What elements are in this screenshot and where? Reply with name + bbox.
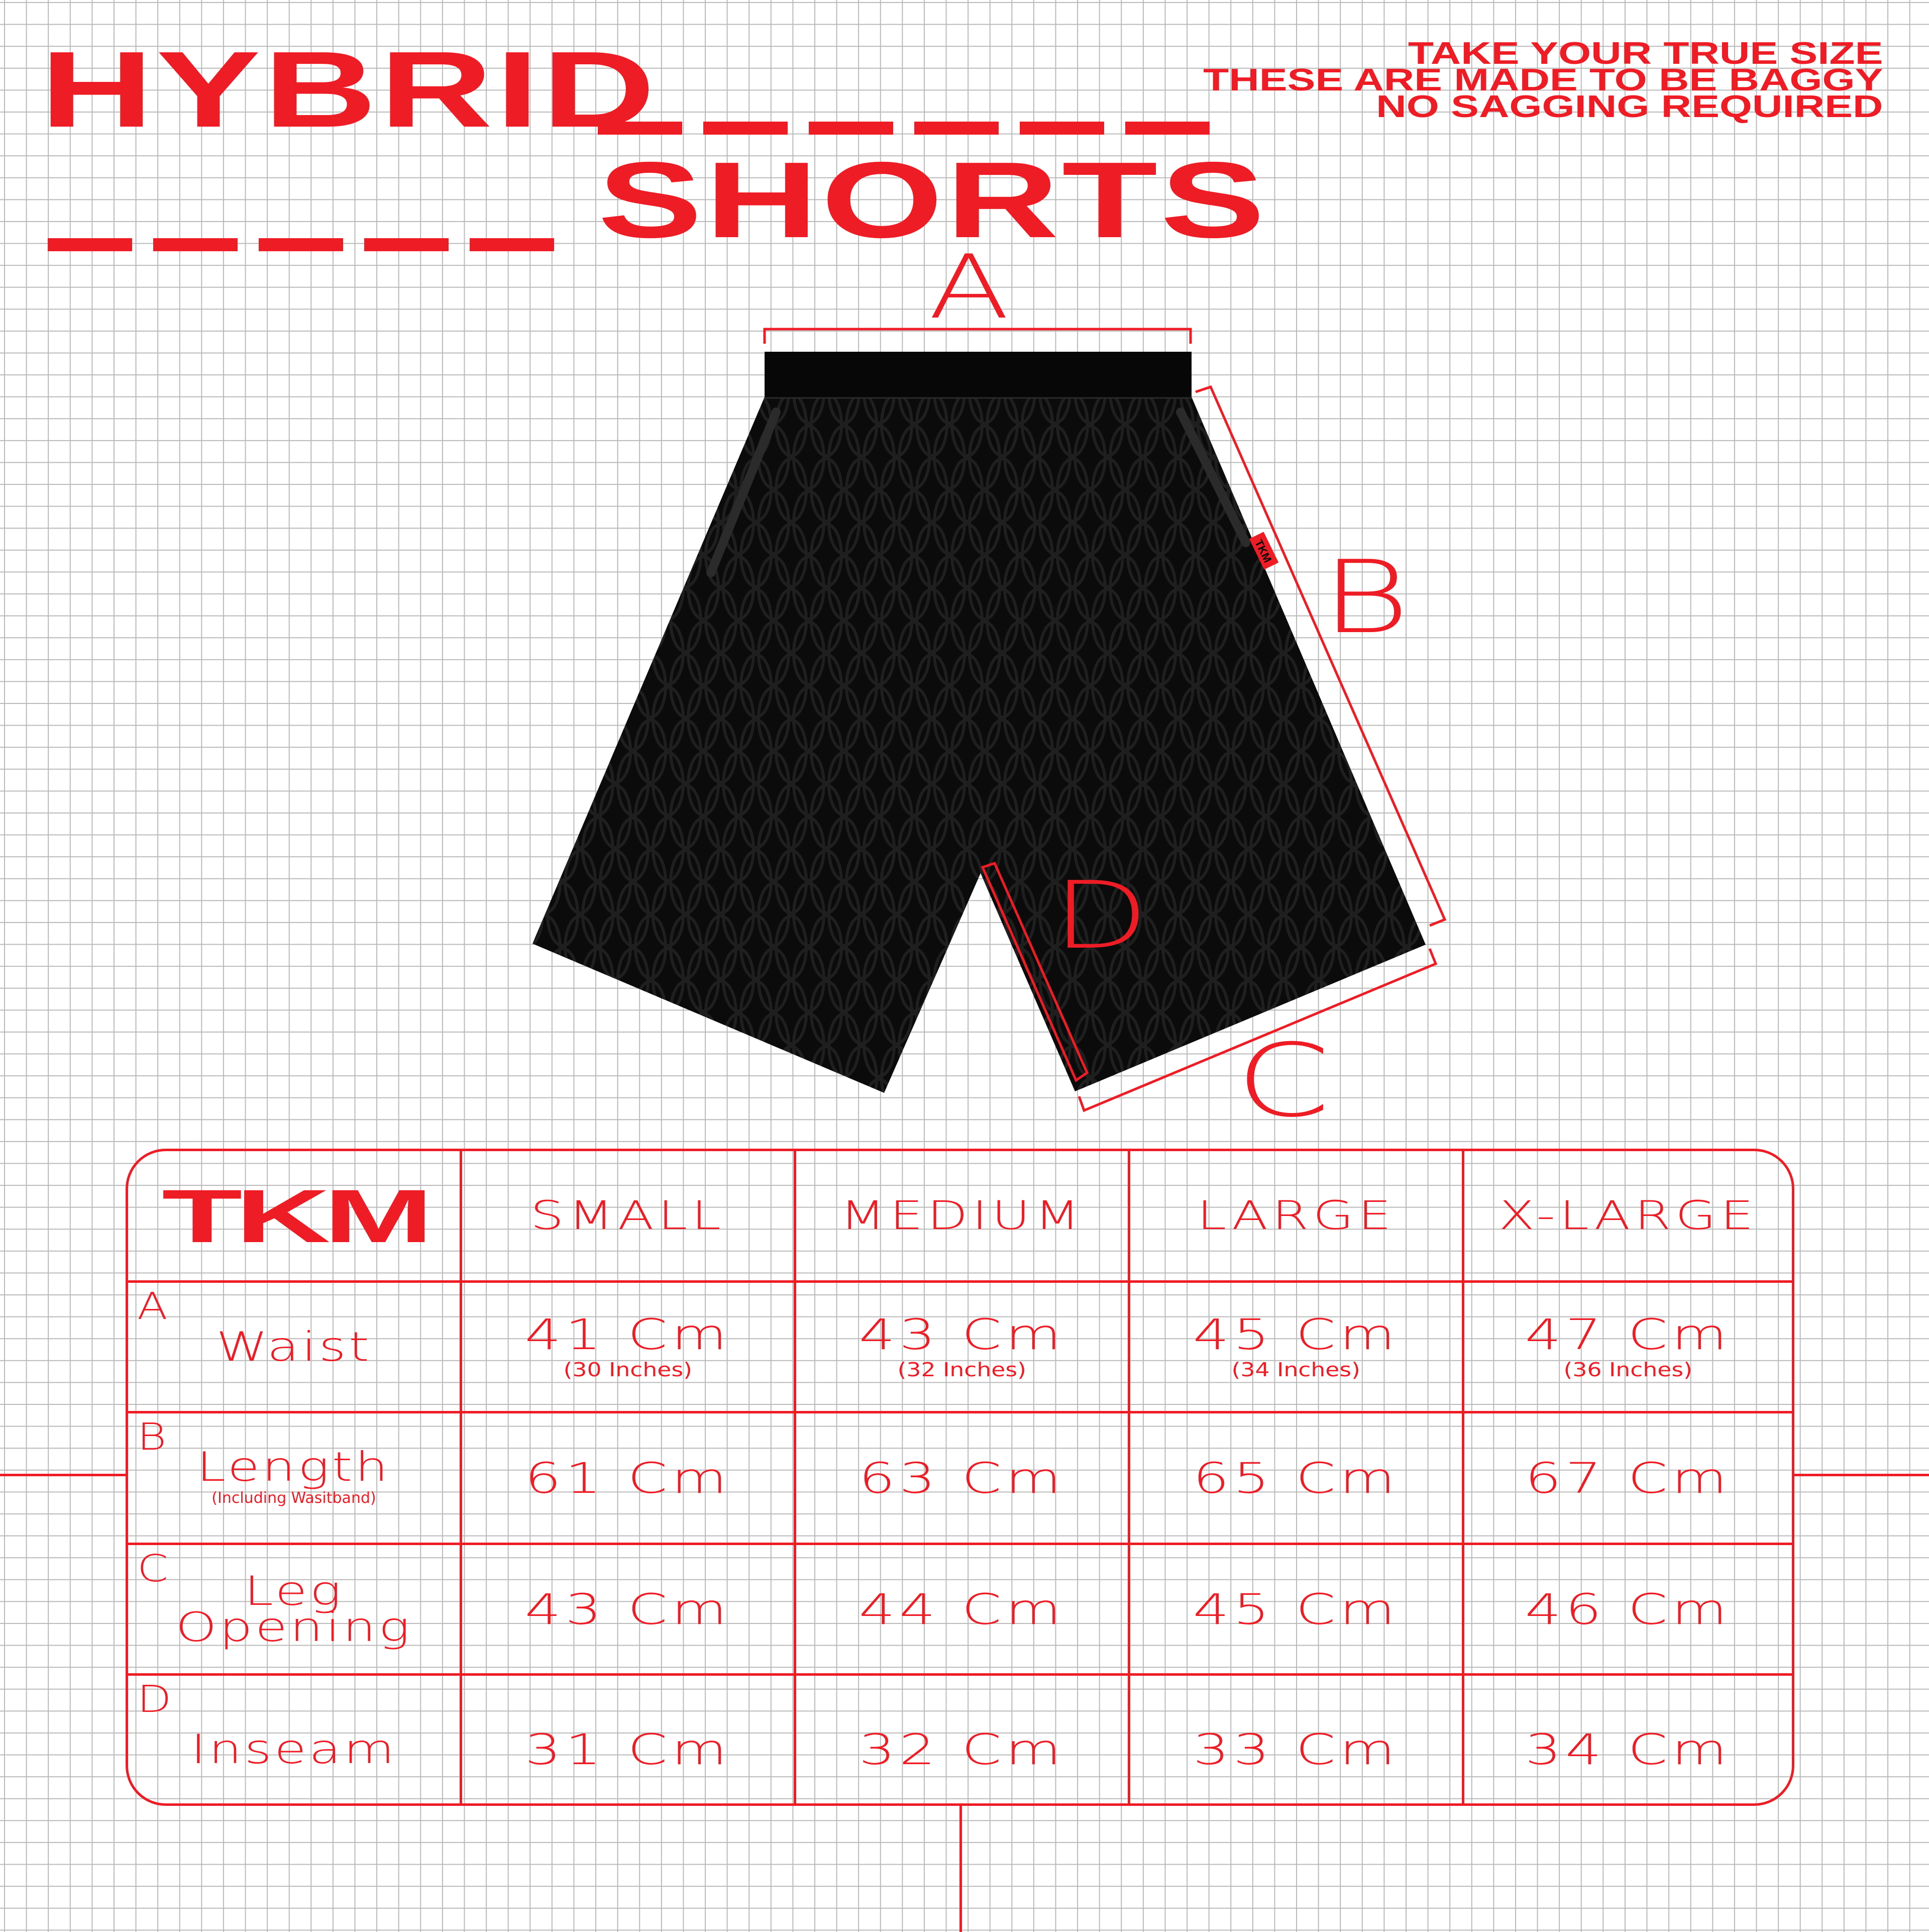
value-inches: (32 Inches) [897, 1358, 1027, 1381]
sizing-note-line: TAKE YOUR TRUE SIZE [1408, 36, 1883, 71]
table-cell: 67 Cm [1464, 1413, 1792, 1545]
table-cell: 34 Cm [1464, 1676, 1792, 1803]
header-cell: MEDIUM [796, 1151, 1130, 1283]
measure-line-c [1078, 948, 1438, 1112]
row-label-length: Length [196, 1444, 391, 1490]
label-c: C [1236, 1023, 1331, 1140]
table-cell: 43 Cm(32 Inches) [796, 1283, 1130, 1413]
connector-bottom [959, 1806, 962, 1932]
table-cell: 63 Cm [796, 1413, 1130, 1545]
left-pocket [706, 408, 781, 577]
size-header-large: LARGE [1197, 1193, 1396, 1239]
size-header-xlarge: X-LARGE [1498, 1193, 1758, 1239]
row-letter: D [137, 1678, 172, 1721]
table-cell: 46 Cm [1464, 1545, 1792, 1676]
title-hybrid: HYBRID [40, 29, 658, 150]
label-b: B [1321, 539, 1410, 656]
row-label-inseam: Inseam [190, 1726, 397, 1773]
table-cell: 44 Cm [796, 1545, 1130, 1676]
table-cell: 61 Cm [462, 1413, 796, 1545]
row-label-cell: A Waist [128, 1283, 462, 1413]
sizing-note-line: NO SAGGING REQUIRED [1375, 89, 1883, 124]
row-sublabel-length: (Including Wasitband) [211, 1489, 376, 1507]
value-inches: (36 Inches) [1563, 1358, 1693, 1381]
row-label-cell: D Inseam [128, 1676, 462, 1803]
row-label-cell: B Length (Including Wasitband) [128, 1413, 462, 1545]
value: 47 Cm [1525, 1309, 1732, 1359]
table-cell: 65 Cm [1130, 1413, 1464, 1545]
title-underline-left [48, 238, 600, 251]
sizing-note-line: THESE ARE MADE TO BE BAGGY [1203, 63, 1883, 97]
waistband [765, 352, 1192, 398]
table-cell: 47 Cm(36 Inches) [1464, 1283, 1792, 1413]
value: 46 Cm [1525, 1584, 1732, 1634]
value-inches: (34 Inches) [1231, 1358, 1361, 1381]
sizing-note: TAKE YOUR TRUE SIZE THESE ARE MADE TO BE… [1203, 36, 1883, 124]
row-label-leg-opening-line2: Opening [175, 1603, 412, 1651]
header-cell: LARGE [1130, 1151, 1464, 1283]
value: 45 Cm [1193, 1584, 1400, 1634]
measure-line-a [763, 328, 1192, 344]
measure-line-b [1195, 385, 1447, 927]
row-letter: B [137, 1415, 167, 1459]
value: 33 Cm [1193, 1725, 1400, 1774]
connector-right [1794, 1474, 1929, 1476]
row-label-waist: Waist [216, 1323, 372, 1370]
table-cell: 43 Cm [462, 1545, 796, 1676]
value: 41 Cm [524, 1309, 731, 1359]
title-shorts: SHORTS [598, 139, 1268, 260]
title-underline-right [598, 122, 1311, 135]
table-cell: 41 Cm(30 Inches) [462, 1283, 796, 1413]
brand-tag [1249, 532, 1279, 570]
value: 63 Cm [859, 1453, 1065, 1503]
table-cell: 33 Cm [1130, 1676, 1464, 1803]
header-cell: X-LARGE [1464, 1151, 1792, 1283]
value: 67 Cm [1525, 1453, 1732, 1503]
row-label-cell: C Leg Opening [128, 1545, 462, 1676]
right-pocket [1176, 408, 1250, 547]
logo-cell: TKM [128, 1151, 462, 1283]
row-label-leg-opening-line1: Leg [244, 1567, 344, 1614]
value: 45 Cm [1193, 1309, 1400, 1359]
brand-logo: TKM [161, 1173, 434, 1258]
table-cell: 45 Cm(34 Inches) [1130, 1283, 1464, 1413]
label-d: D [1052, 861, 1149, 970]
value: 32 Cm [859, 1725, 1065, 1774]
size-header-small: SMALL [530, 1193, 725, 1239]
row-letter: A [137, 1285, 168, 1328]
value: 43 Cm [859, 1309, 1065, 1359]
table-cell: 31 Cm [462, 1676, 796, 1803]
label-a: A [928, 237, 1010, 339]
value: 43 Cm [524, 1584, 731, 1634]
table-cell: 45 Cm [1130, 1545, 1464, 1676]
value: 65 Cm [1193, 1453, 1400, 1503]
value: 31 Cm [524, 1725, 731, 1774]
value: 61 Cm [524, 1453, 731, 1503]
value: 44 Cm [859, 1584, 1065, 1634]
header-cell: SMALL [462, 1151, 796, 1283]
row-letter: C [137, 1547, 169, 1590]
size-header-medium: MEDIUM [839, 1193, 1085, 1239]
size-table: TKM SMALL MEDIUM LARGE X-LARGE A Waist 4… [126, 1149, 1794, 1806]
value-inches: (30 Inches) [563, 1358, 693, 1381]
connector-left [0, 1474, 126, 1476]
shorts-body [532, 397, 1426, 1093]
value: 34 Cm [1525, 1725, 1732, 1774]
table-cell: 32 Cm [796, 1676, 1130, 1803]
measure-line-d [981, 861, 1089, 1082]
